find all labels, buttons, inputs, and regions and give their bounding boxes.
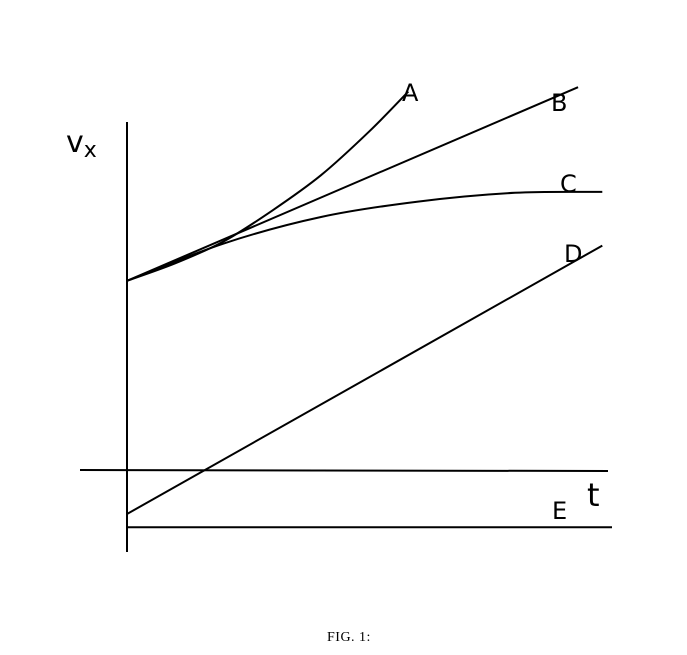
y-axis-label: vx [66, 125, 97, 163]
series-group [126, 86, 612, 529]
series-label-e: E [552, 497, 567, 525]
series-line-a [126, 90, 410, 282]
figure-caption: FIG. 1: [327, 630, 371, 645]
series-line-d [126, 244, 603, 515]
series-line-c [126, 190, 603, 282]
series-label-d: D [564, 240, 582, 268]
series-label-c: C [560, 170, 577, 198]
series-label-b: B [551, 89, 567, 117]
x-axis [79, 469, 609, 472]
x-axis-label: t [587, 476, 600, 514]
series-line-b [126, 86, 579, 282]
y-axis-label-main: v [66, 125, 84, 160]
series-label-a: A [402, 79, 419, 107]
y-axis-label-subscript: x [84, 138, 97, 163]
